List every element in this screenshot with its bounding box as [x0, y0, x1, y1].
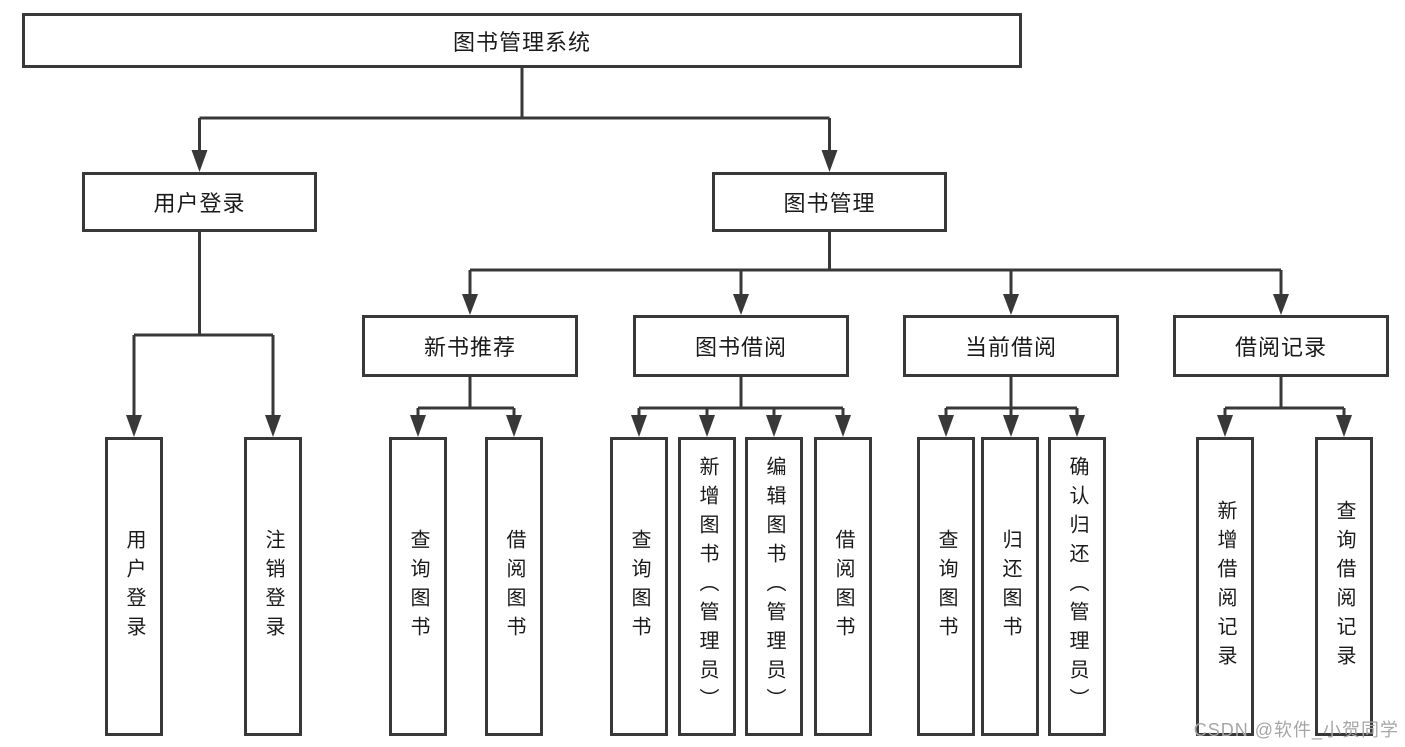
leaf-edit-book-admin-label: 编辑图书（管理员） — [763, 456, 785, 717]
leaf-query-borrow-record-label: 查询借阅记录 — [1333, 499, 1355, 674]
leaf-add-book-admin-label: 新增图书（管理员） — [696, 456, 718, 717]
leaf-confirm-return-admin-label: 确认归还（管理员） — [1066, 456, 1088, 717]
connector-root-to-level2 — [198, 68, 831, 151]
leaf-query-books-borrow: 查询图书 — [610, 437, 668, 736]
leaf-confirm-return-admin: 确认归还（管理员） — [1048, 437, 1106, 736]
node-borrowing-records: 借阅记录 — [1173, 315, 1389, 377]
arrowheads — [126, 150, 1352, 437]
node-book-borrowing: 图书借阅 — [633, 315, 849, 377]
leaf-borrow-books-label: 借阅图书 — [832, 528, 854, 645]
leaf-query-books-current-label: 查询图书 — [935, 528, 957, 645]
leaf-borrow-books-recommend: 借阅图书 — [485, 437, 543, 736]
leaf-query-books-recommend: 查询图书 — [389, 437, 447, 736]
leaf-query-books-borrow-label: 查询图书 — [628, 528, 650, 645]
csdn-watermark: CSDN @软件_小贺同学 — [1193, 720, 1399, 740]
connector-new-book-children — [416, 377, 516, 416]
node-current-borrowing: 当前借阅 — [903, 315, 1119, 377]
connector-current-borrow-children — [944, 377, 1079, 416]
leaf-borrow-books-recommend-label: 借阅图书 — [503, 528, 525, 645]
leaf-add-borrow-record: 新增借阅记录 — [1196, 437, 1254, 736]
leaf-query-books-current: 查询图书 — [917, 437, 975, 736]
leaf-borrow-books: 借阅图书 — [814, 437, 872, 736]
leaf-edit-book-admin: 编辑图书（管理员） — [745, 437, 803, 736]
connector-records-children — [1223, 377, 1346, 416]
connector-book-mgmt-children — [468, 232, 1283, 296]
leaf-user-login-label: 用户登录 — [123, 528, 145, 645]
node-library-system: 图书管理系统 — [22, 13, 1022, 68]
leaf-query-books-recommend-label: 查询图书 — [407, 528, 429, 645]
leaf-query-borrow-record: 查询借阅记录 — [1315, 437, 1373, 736]
node-user-login: 用户登录 — [82, 172, 317, 232]
leaf-return-book-label: 归还图书 — [999, 528, 1021, 645]
connector-book-borrow-children — [637, 377, 845, 416]
node-new-book-recommend: 新书推荐 — [362, 315, 578, 377]
leaf-logout-label: 注销登录 — [262, 528, 284, 645]
node-book-management: 图书管理 — [712, 172, 947, 232]
leaf-add-borrow-record-label: 新增借阅记录 — [1214, 499, 1236, 674]
leaf-logout: 注销登录 — [244, 437, 302, 736]
leaf-user-login: 用户登录 — [105, 437, 163, 736]
connector-user-login-children — [132, 232, 275, 416]
leaf-return-book: 归还图书 — [981, 437, 1039, 736]
leaf-add-book-admin: 新增图书（管理员） — [678, 437, 736, 736]
